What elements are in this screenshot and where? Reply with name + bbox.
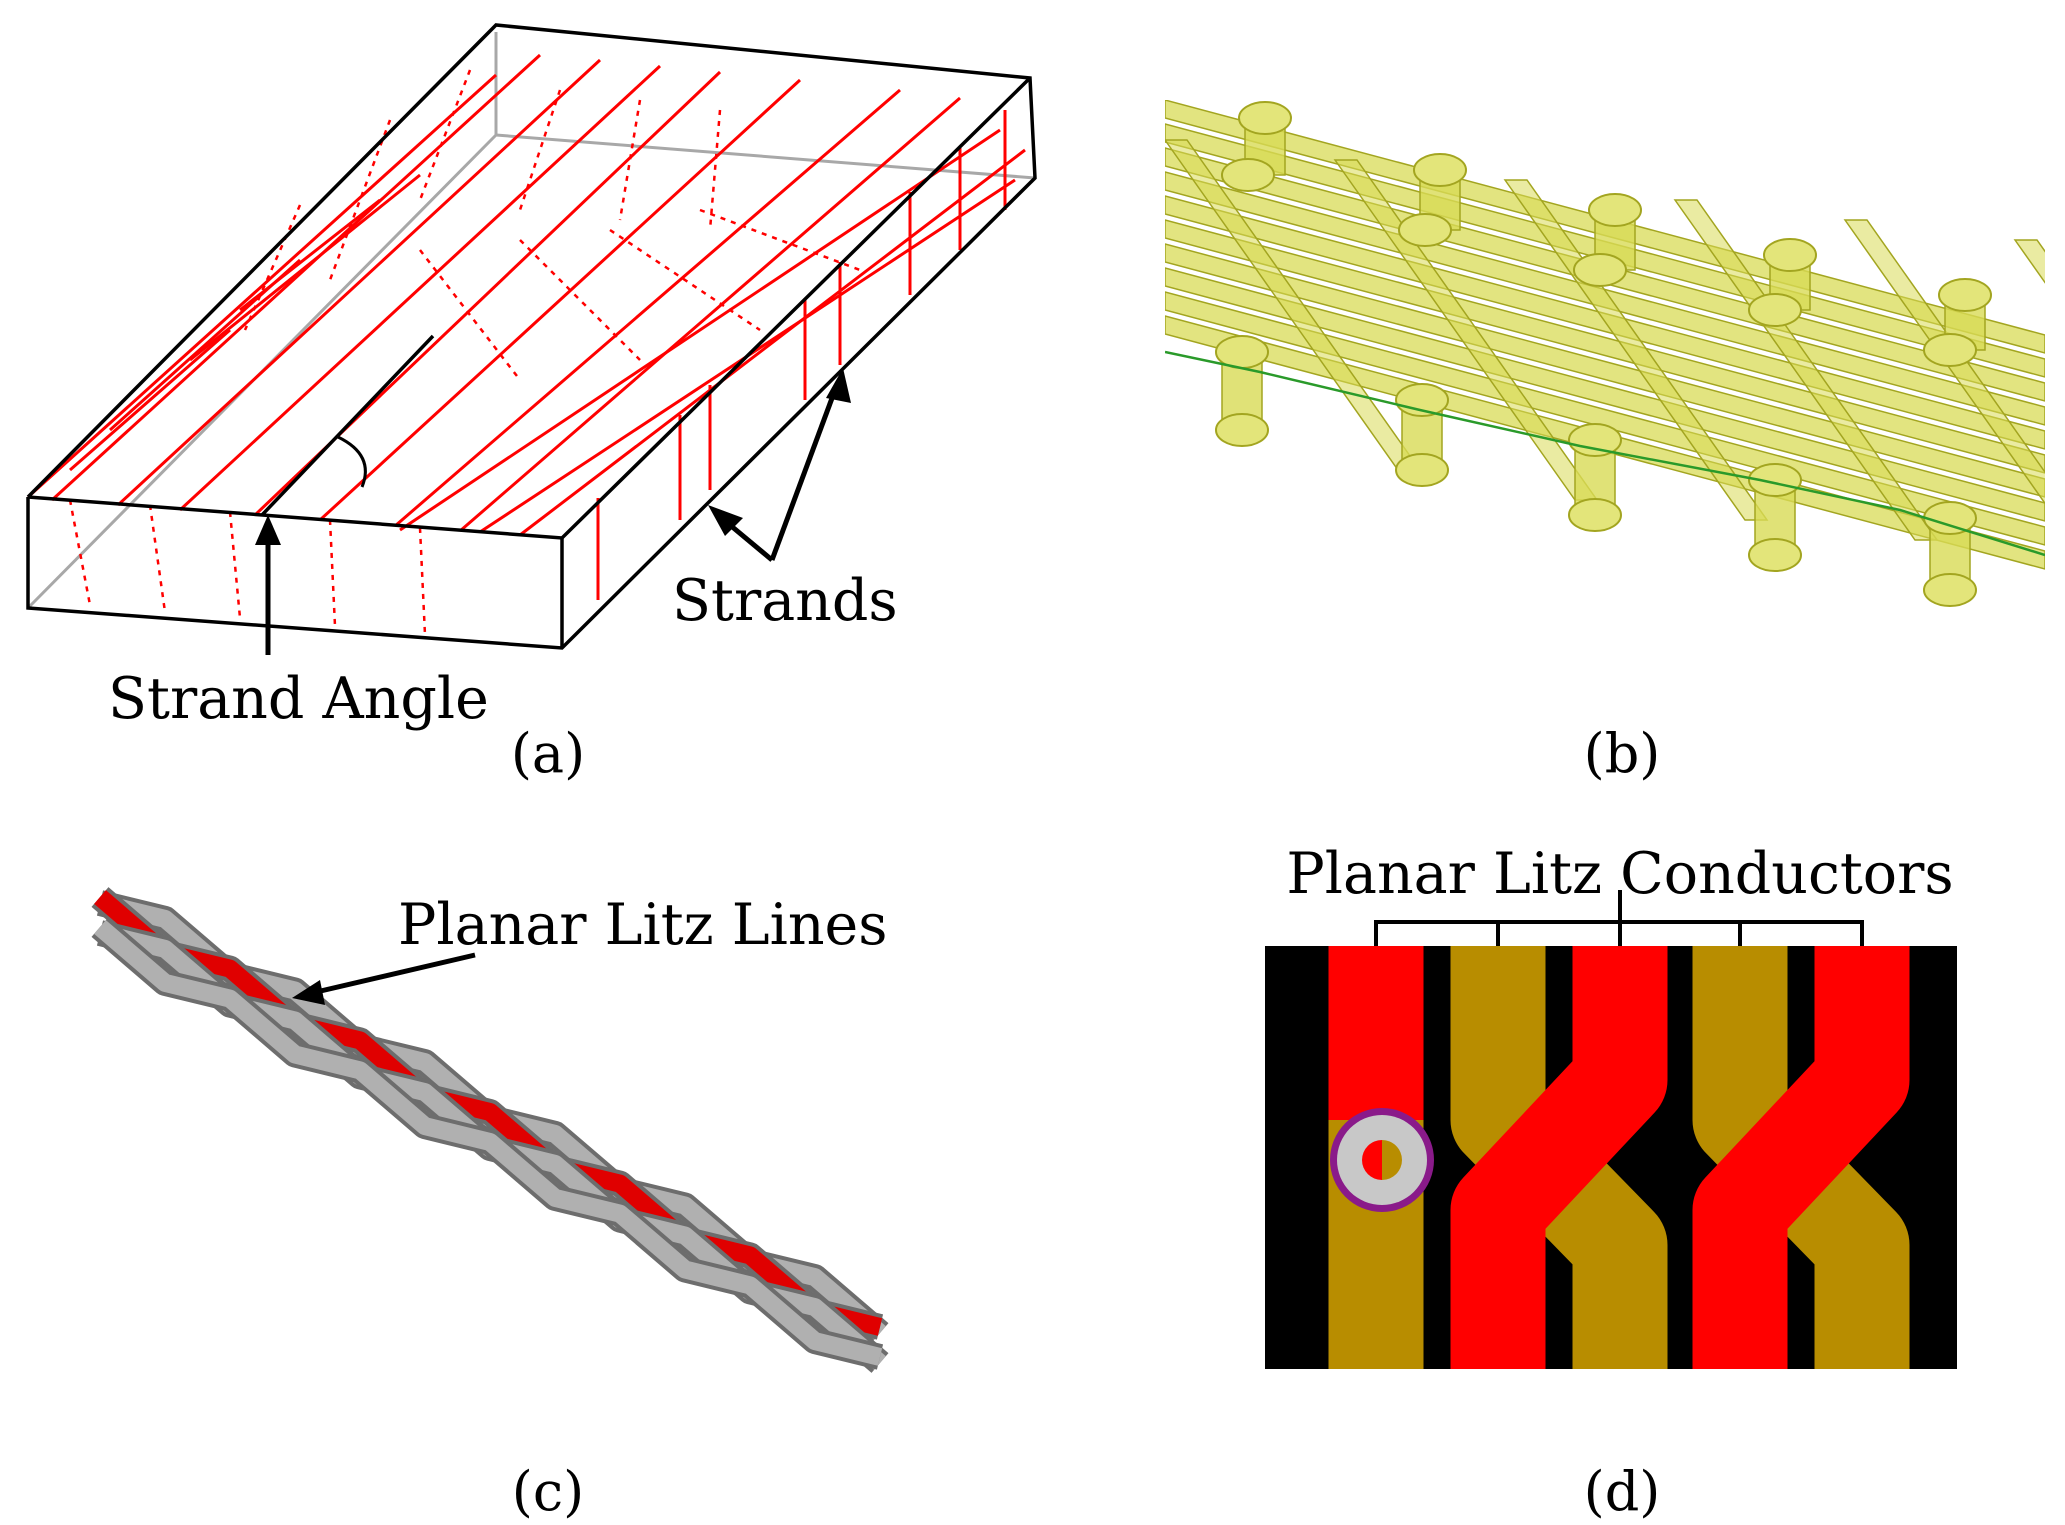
panel-a-strand-block: Strand Angle Strands (a) [26, 23, 1037, 785]
top-strand-3 [178, 64, 662, 512]
top-strand-11 [69, 328, 231, 472]
caption-d: (d) [1584, 1460, 1661, 1523]
hidden-strand-2 [228, 511, 242, 619]
strand-angle-label: Strand Angle [108, 666, 489, 732]
top-strand-2 [116, 58, 602, 507]
top-strand-6 [394, 88, 901, 528]
via-bottom-3 [1748, 293, 1802, 327]
via-top-1 [1413, 153, 1467, 187]
via-bottom-0 [1221, 158, 1275, 192]
top-layer-traces [1328, 946, 1910, 1369]
strand-band-8 [1165, 291, 2045, 546]
top-strand-13 [519, 148, 1026, 537]
via-4 [1923, 278, 1992, 367]
via-bottom-8 [1748, 538, 1802, 572]
hidden-strand-1 [148, 504, 167, 613]
strand-angle-arc [337, 435, 367, 488]
via-bottom-7 [1568, 498, 1622, 532]
hidden-strand-13 [609, 228, 761, 332]
panel-a-side-strands [596, 110, 1007, 600]
via-8 [1748, 463, 1802, 572]
planar-litz-conductors-label: Planar Litz Conductors [1286, 841, 1953, 907]
via-2 [1573, 193, 1642, 287]
via-bottom-5 [1215, 413, 1269, 447]
planar-litz-lines-arrow-shaft [311, 952, 476, 996]
via-3 [1748, 238, 1817, 327]
planar-litz-lines-label: Planar Litz Lines [398, 892, 888, 958]
caption-b: (b) [1584, 722, 1661, 785]
via-0 [1221, 101, 1292, 192]
strand-band-6 [1165, 243, 2045, 498]
conductor-line-1 [94, 890, 883, 1336]
via-6 [1395, 383, 1449, 487]
caption-c: (c) [512, 1460, 584, 1523]
hidden-strand-0 [68, 499, 92, 606]
hidden-strand-12 [519, 239, 641, 361]
via-bottom-4 [1923, 333, 1977, 367]
via-icon [1330, 1108, 1434, 1212]
via-bottom-9 [1923, 573, 1977, 607]
panel-a-arrowheads [255, 368, 851, 545]
hidden-strand-3 [328, 519, 337, 627]
panel-b-via-line [1165, 350, 2045, 557]
via-top-4 [1938, 278, 1992, 312]
strand-band-7 [1165, 267, 2045, 522]
strands-label: Strands [672, 568, 898, 634]
panel-a-block-edges [26, 23, 1037, 650]
hidden-strand-9 [618, 99, 642, 221]
via-top-8 [1748, 463, 1802, 497]
top-strand-7 [459, 96, 961, 533]
via-top-7 [1568, 423, 1622, 457]
hidden-strand-11 [419, 249, 521, 381]
hidden-strand-7 [418, 69, 472, 201]
via-7 [1568, 423, 1622, 532]
panel-c-conductor-lines [91, 887, 889, 1373]
top-strand-0 [26, 73, 498, 499]
via-top-2 [1588, 193, 1642, 227]
top-strand-5 [318, 78, 802, 522]
via-bottom-2 [1573, 253, 1627, 287]
panel-a-top-strands [26, 53, 1026, 537]
top-strand-10 [108, 258, 302, 432]
top-strand-8 [189, 173, 421, 362]
via-top-9 [1923, 501, 1977, 535]
via-bottom-1 [1398, 213, 1452, 247]
via-1 [1398, 153, 1467, 247]
top-strand-1 [50, 53, 542, 502]
planar-litz-lines-arrowhead [292, 980, 325, 1005]
panel-b-3d-strand-view: (b) [1165, 100, 2045, 785]
via-top-0 [1238, 101, 1292, 135]
hidden-strand-10 [708, 109, 722, 231]
via-9 [1923, 501, 1977, 607]
top-strand-12 [399, 128, 1001, 532]
panel-d-pcb-layout: Planar Litz Conductors (d) [1265, 841, 1957, 1523]
via-bottom-6 [1395, 453, 1449, 487]
caption-a: (a) [511, 722, 585, 785]
panel-a-hidden-edges [26, 32, 1036, 610]
conductor-bracket [1374, 890, 1864, 946]
panel-b-vias [1215, 101, 1992, 607]
hidden-strand-8 [518, 89, 562, 211]
hidden-strand-4 [418, 527, 427, 636]
via-5 [1215, 335, 1269, 447]
panel-c-planar-litz-model: Planar Litz Lines (c) [91, 887, 889, 1523]
via-top-3 [1763, 238, 1817, 272]
cross-band-5 [2013, 239, 2045, 284]
conductor-line-3 [94, 920, 883, 1366]
